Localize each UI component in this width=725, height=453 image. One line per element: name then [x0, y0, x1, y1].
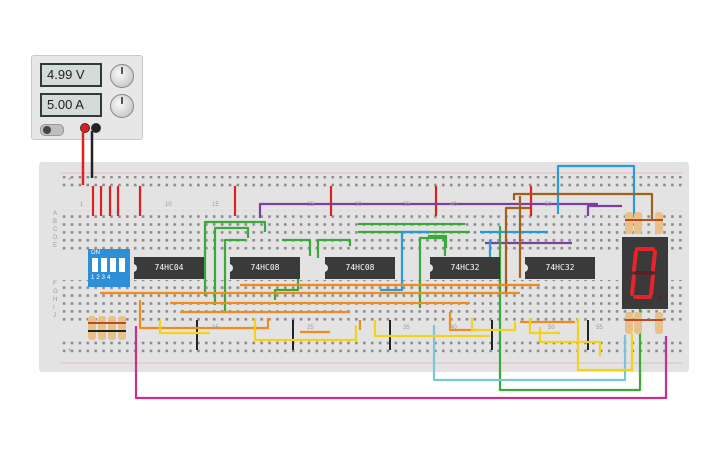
bottom-power-rail[interactable] — [62, 341, 682, 354]
chip-74hc32-2[interactable]: 74HC32 — [522, 257, 595, 279]
green-wire-10[interactable] — [428, 234, 448, 248]
resistors-display[interactable] — [625, 212, 663, 334]
dip-on-label: ON — [91, 250, 100, 256]
blue-wire-2[interactable] — [380, 230, 430, 292]
yellow-wire-5[interactable] — [528, 318, 560, 335]
dip-switch-2[interactable] — [101, 258, 107, 272]
column-label: 55 — [596, 325, 603, 331]
power-supply[interactable]: 4.99 V 5.00 A — [31, 55, 143, 140]
seven-segment-display[interactable] — [622, 237, 668, 309]
column-label: 15 — [212, 202, 219, 208]
row-label: F — [53, 281, 57, 287]
lightblue-wire[interactable] — [432, 325, 627, 382]
column-label: 50 — [545, 202, 552, 208]
row-label: D — [53, 235, 58, 241]
yellow-wire-2[interactable] — [253, 318, 358, 342]
dip-switch-3[interactable] — [110, 258, 116, 272]
chip-74hc08-1[interactable]: 74HC08 — [227, 257, 300, 279]
orange-wire-8[interactable] — [448, 312, 478, 332]
dip-switch[interactable]: ON 1234 — [88, 249, 130, 287]
yellow-wire-7[interactable] — [538, 327, 602, 356]
row-label: J — [53, 313, 56, 319]
voltage-display: 4.99 V — [40, 63, 102, 87]
positive-terminal[interactable] — [80, 123, 90, 133]
bottom-terminal-strip[interactable] — [62, 280, 682, 321]
green-wire-5[interactable] — [316, 238, 352, 258]
green-wire-4[interactable] — [282, 238, 312, 256]
red-jumpers[interactable] — [91, 186, 533, 216]
purple-wire-2[interactable] — [586, 204, 622, 216]
column-label: 40 — [450, 202, 457, 208]
column-label: 40 — [450, 325, 457, 331]
pink-wire[interactable] — [134, 326, 668, 400]
purple-wire-1[interactable] — [258, 202, 598, 218]
row-label: B — [53, 219, 58, 225]
orange-wire-4[interactable] — [138, 300, 270, 330]
top-terminal-strip[interactable] — [62, 210, 682, 251]
voltage-knob[interactable] — [110, 64, 134, 88]
column-label: 15 — [212, 325, 219, 331]
row-label: A — [53, 211, 58, 217]
yellow-wire-3[interactable] — [373, 320, 490, 338]
row-label: E — [53, 243, 58, 249]
column-label: 35 — [403, 202, 410, 208]
yellow-wire-4[interactable] — [470, 318, 517, 332]
column-label: 25 — [307, 325, 314, 331]
column-label: 1 — [80, 202, 84, 208]
blue-wire-1[interactable] — [556, 164, 636, 216]
column-label: 10 — [165, 202, 172, 208]
chip-74hc32-1[interactable]: 74HC32 — [427, 257, 500, 279]
green-wire-1[interactable] — [203, 220, 267, 296]
green-wire-3[interactable] — [223, 238, 245, 312]
column-label: 35 — [403, 325, 410, 331]
green-wire-2[interactable] — [213, 226, 250, 305]
brown-wire-1[interactable] — [504, 206, 530, 294]
seven-segment-digit — [630, 247, 662, 300]
column-label: 30 — [355, 202, 362, 208]
chip-74hc04[interactable]: 74HC04 — [131, 257, 204, 279]
row-label: C — [53, 227, 58, 233]
power-switch[interactable] — [40, 124, 64, 136]
current-knob[interactable] — [110, 94, 134, 118]
dip-switch-1[interactable] — [92, 258, 98, 272]
negative-terminal[interactable] — [91, 123, 101, 133]
current-display: 5.00 A — [40, 93, 102, 117]
yellow-wire-1[interactable] — [158, 320, 210, 335]
resistors-left[interactable] — [88, 316, 126, 340]
yellow-wire-6[interactable] — [576, 318, 634, 372]
column-label: 25 — [307, 202, 314, 208]
column-label: 50 — [548, 325, 555, 331]
chip-74hc08-2[interactable]: 74HC08 — [322, 257, 395, 279]
top-power-rail[interactable] — [62, 176, 682, 189]
row-label: I — [53, 305, 55, 311]
green-wire-11[interactable] — [498, 226, 642, 392]
brown-wire-2[interactable] — [512, 192, 654, 220]
dip-switch-4[interactable] — [119, 258, 125, 272]
row-label: H — [53, 297, 58, 303]
row-label: G — [53, 289, 58, 295]
dip-numbers: 1234 — [91, 275, 113, 281]
